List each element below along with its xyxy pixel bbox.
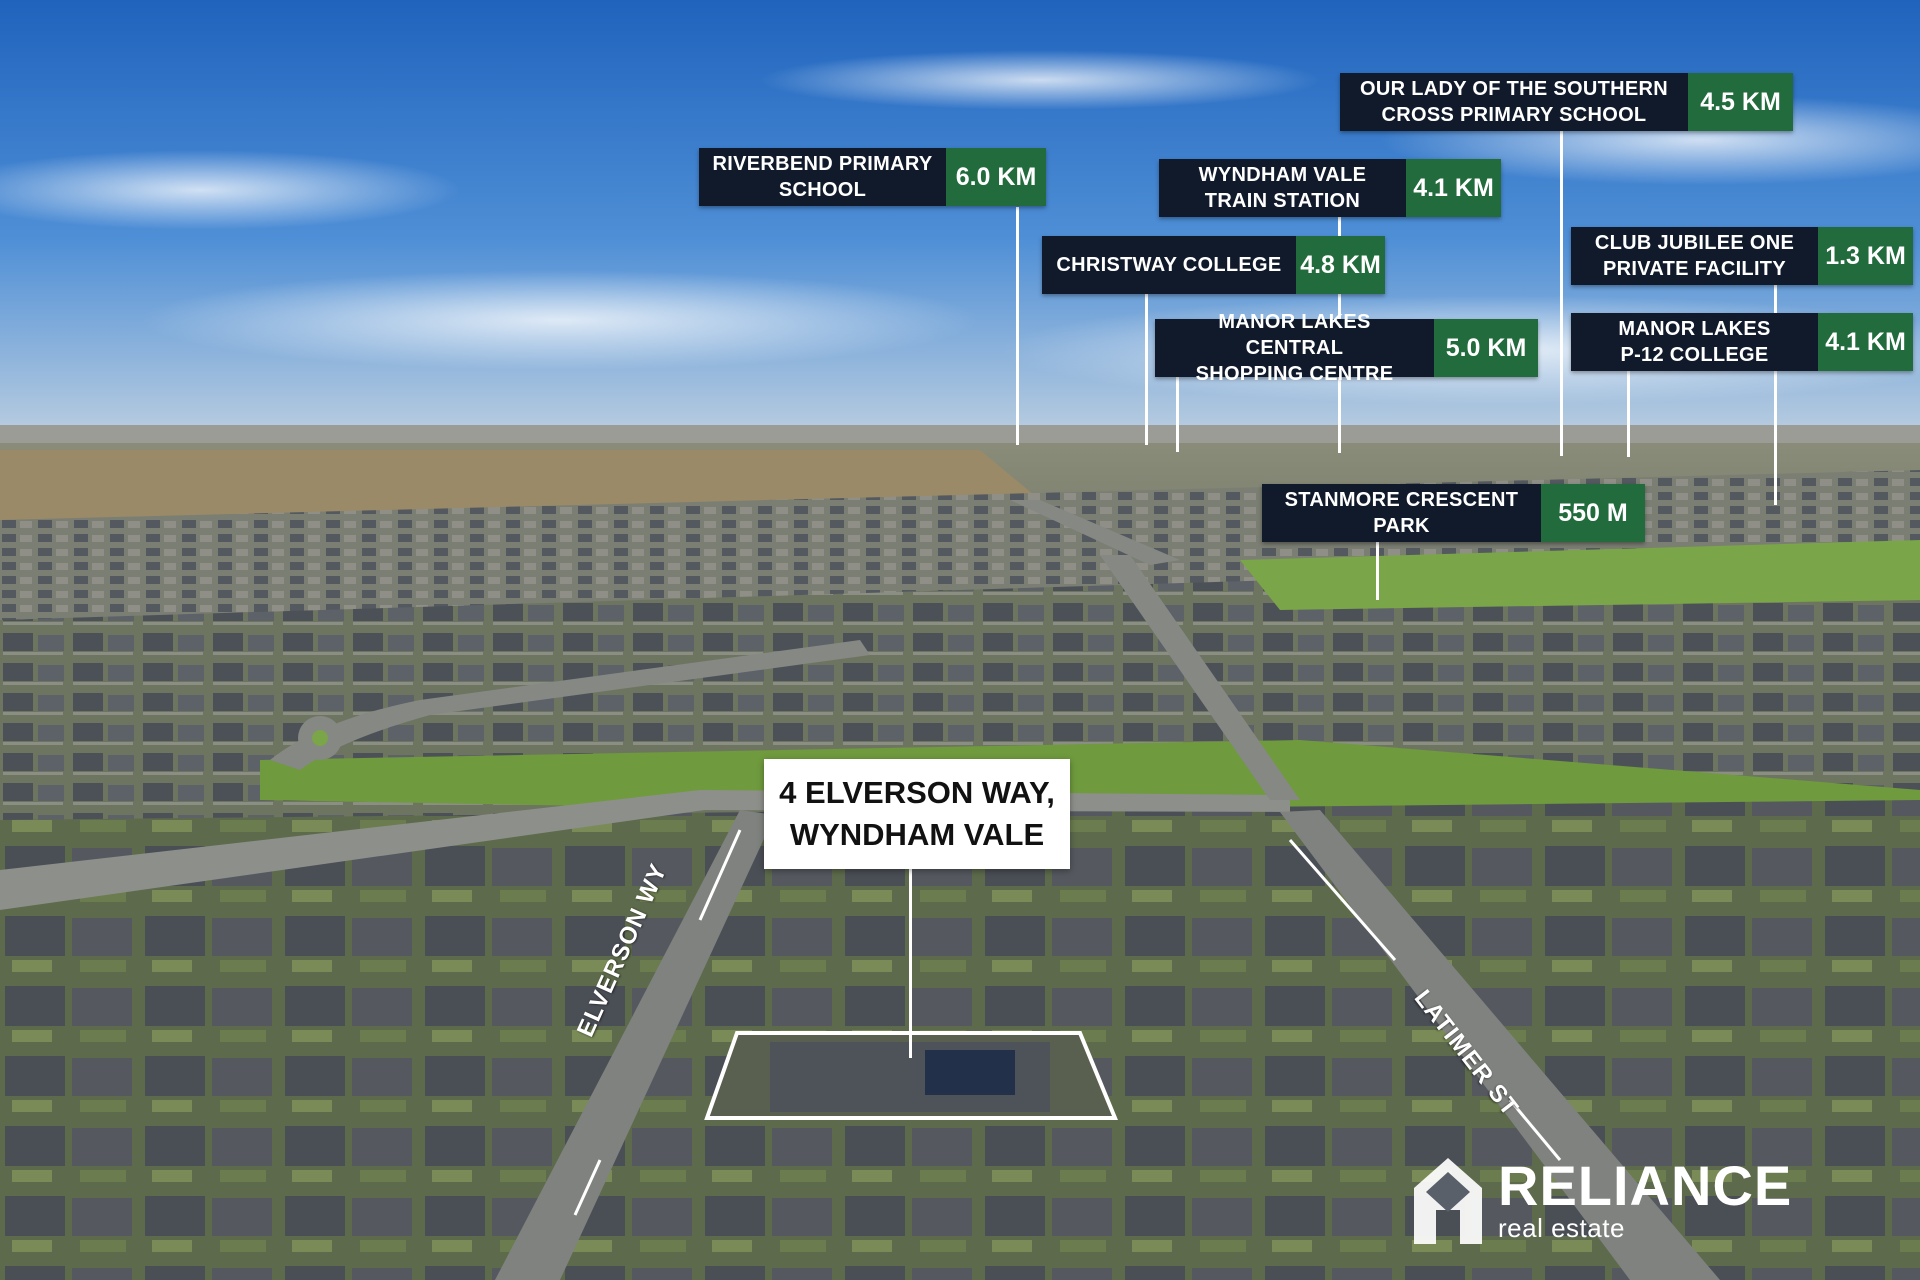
poi-distance: 4.1 KM <box>1406 159 1501 217</box>
poi-distance: 550 M <box>1541 484 1645 542</box>
latimer-street-road <box>1280 810 1720 1280</box>
leader-line-manor-central <box>1176 377 1179 452</box>
address-line-1: 4 ELVERSON WAY, <box>779 775 1055 810</box>
leader-line-christway <box>1145 294 1148 445</box>
leader-line-property <box>909 869 912 1058</box>
poi-distance: 6.0 KM <box>946 148 1046 206</box>
poi-name: CHRISTWAY COLLEGE <box>1042 236 1296 294</box>
logo-brand-text: RELIANCE <box>1498 1154 1793 1217</box>
house-logo-icon <box>1414 1158 1482 1244</box>
poi-distance: 5.0 KM <box>1434 319 1538 377</box>
poi-distance: 4.1 KM <box>1818 313 1913 371</box>
leader-line-riverbend <box>1016 207 1019 445</box>
poi-distance: 1.3 KM <box>1818 227 1913 285</box>
leader-line-stanmore <box>1376 542 1379 600</box>
property-outline <box>704 1031 1118 1120</box>
elverson-way-road <box>495 810 775 1280</box>
logo-tagline: real estate <box>1498 1213 1625 1243</box>
leader-line-our-lady <box>1560 131 1563 456</box>
main-road <box>0 790 740 910</box>
poi-distance: 4.8 KM <box>1296 236 1385 294</box>
reliance-logo: RELIANCE real estate <box>1412 1150 1792 1250</box>
property-address-label: 4 ELVERSON WAY, WYNDHAM VALE <box>764 759 1070 869</box>
address-line-2: WYNDHAM VALE <box>789 817 1045 852</box>
poi-distance: 4.5 KM <box>1688 73 1793 131</box>
leader-line-manor-p12 <box>1627 368 1630 457</box>
leader-line-club-jubilee <box>1774 285 1777 505</box>
poi-christway-college: CHRISTWAY COLLEGE 4.8 KM <box>1042 236 1385 294</box>
